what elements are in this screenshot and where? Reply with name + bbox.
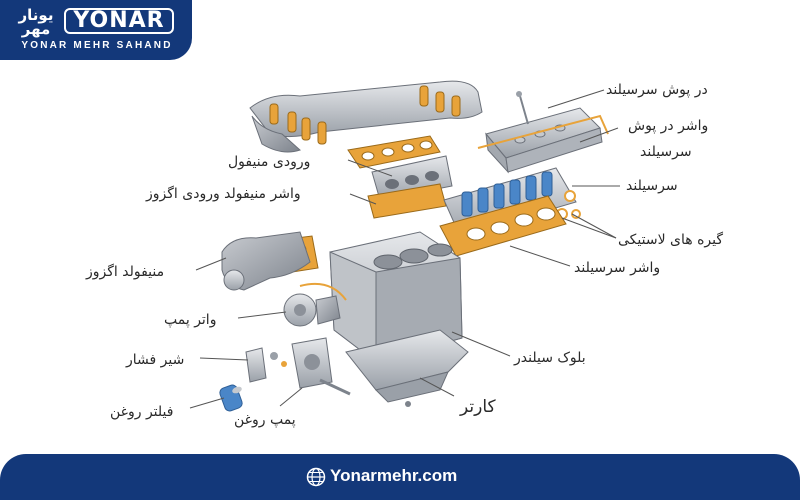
label-valve-cover: در پوش سرسیلند xyxy=(606,82,708,98)
label-oil-filter: فیلتر روغن xyxy=(110,404,173,420)
label-cylinder-head: سرسیلند xyxy=(626,178,678,194)
logo-brand-text: YONAR xyxy=(73,8,165,33)
label-intake-manifold: ورودی منیفول xyxy=(228,154,310,170)
oil-pan-part xyxy=(345,329,469,407)
label-head-gasket: واشر سرسیلند xyxy=(574,260,660,276)
label-water-pump: واتر پمپ xyxy=(164,312,216,328)
label-cylinder-block: بلوک سیلندر xyxy=(513,350,586,366)
logo-subtitle: YONAR MEHR SAHAND xyxy=(21,40,173,51)
water-pump-part xyxy=(283,282,347,327)
globe-icon xyxy=(306,467,326,487)
oil-filter-part xyxy=(219,384,243,412)
brand-logo: یونار مهر YONAR YONAR MEHR SAHAND xyxy=(0,0,192,60)
label-oil-pan: کارتر xyxy=(459,397,497,417)
intake-gasket-part xyxy=(347,135,441,169)
label-rubber-clips: گیره های لاستیکی xyxy=(618,231,723,248)
oil-pump-part xyxy=(291,337,351,396)
valve-cover-part xyxy=(477,91,609,174)
logo-persian-text: یونار مهر xyxy=(18,6,54,38)
label-valve-cover-gasket-2: سرسیلند xyxy=(640,144,692,160)
label-exhaust-manifold: منیفولد اگزوز xyxy=(85,263,164,280)
label-pressure-valve: شیر فشار xyxy=(125,352,184,368)
logo-frame xyxy=(64,8,174,34)
label-valve-cover-gasket-1: واشر در پوش xyxy=(628,118,708,134)
intake-plenum-part xyxy=(249,80,483,153)
engine-exploded-diagram: در پوش سرسیلند واشر در پوش سرسیلند سرسیل… xyxy=(85,80,723,428)
pressure-valve-part xyxy=(245,347,287,383)
footer-url-link[interactable]: Yonarmehr.com xyxy=(330,466,458,485)
label-oil-pump: پمپ روغن xyxy=(234,412,296,428)
footer-bar: Yonarmehr.com xyxy=(0,454,800,500)
head-gasket-part xyxy=(439,195,567,257)
exhaust-manifold-part xyxy=(221,231,311,291)
leader-lines xyxy=(189,89,620,409)
label-intake-exhaust-gasket: واشر منیفولد ورودی اگزوز xyxy=(145,185,301,202)
part-labels: در پوش سرسیلند واشر در پوش سرسیلند سرسیل… xyxy=(85,82,723,428)
